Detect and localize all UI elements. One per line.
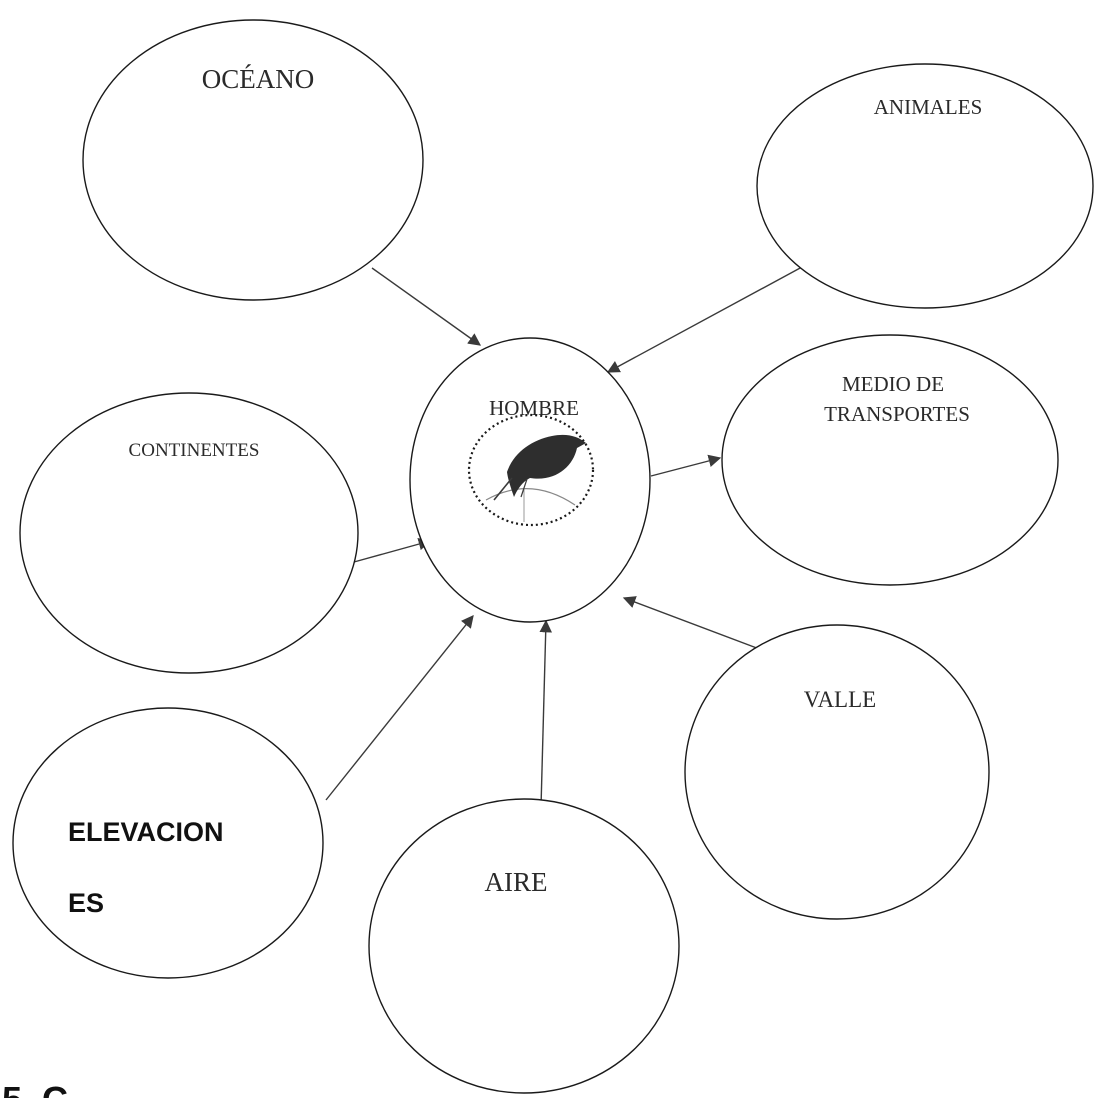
bird-on-globe-icon: [467, 413, 595, 527]
arrow-oceano-to-hombre: [371, 267, 482, 346]
arrow-animales-to-hombre: [606, 266, 803, 373]
node-valle-label: VALLE: [804, 687, 876, 712]
node-elevaciones-label-line2: ES: [68, 888, 104, 918]
arrow-continentes-to-hombre: [353, 537, 432, 563]
node-aire: [368, 798, 680, 1094]
node-oceano: [82, 19, 424, 301]
node-elevaciones: [12, 707, 324, 979]
arrow-aire-to-hombre: [539, 619, 552, 808]
node-animales-label: ANIMALES: [874, 95, 983, 119]
node-oceano-label: OCÉANO: [202, 64, 315, 94]
node-valle: [684, 624, 990, 920]
node-elevaciones-label-line1: ELEVACION: [68, 817, 224, 847]
node-continentes-label: CONTINENTES: [129, 440, 260, 461]
node-hombre: [409, 337, 651, 623]
node-aire-label: AIRE: [485, 867, 548, 897]
arrow-elevaciones-to-hombre: [325, 615, 474, 801]
node-medio-label-line1: MEDIO DE: [842, 372, 944, 396]
node-hombre-label: HOMBRE: [489, 396, 579, 420]
node-animales: [756, 63, 1094, 309]
node-continentes: [19, 392, 359, 674]
node-medio-label-line2: TRANSPORTES: [824, 402, 970, 426]
arrow-valle-to-hombre: [622, 596, 763, 651]
node-medio-de-transportes: [721, 334, 1059, 586]
footer-text: 5. C: [2, 1079, 68, 1098]
arrow-hombre-to-transportes: [650, 454, 722, 477]
